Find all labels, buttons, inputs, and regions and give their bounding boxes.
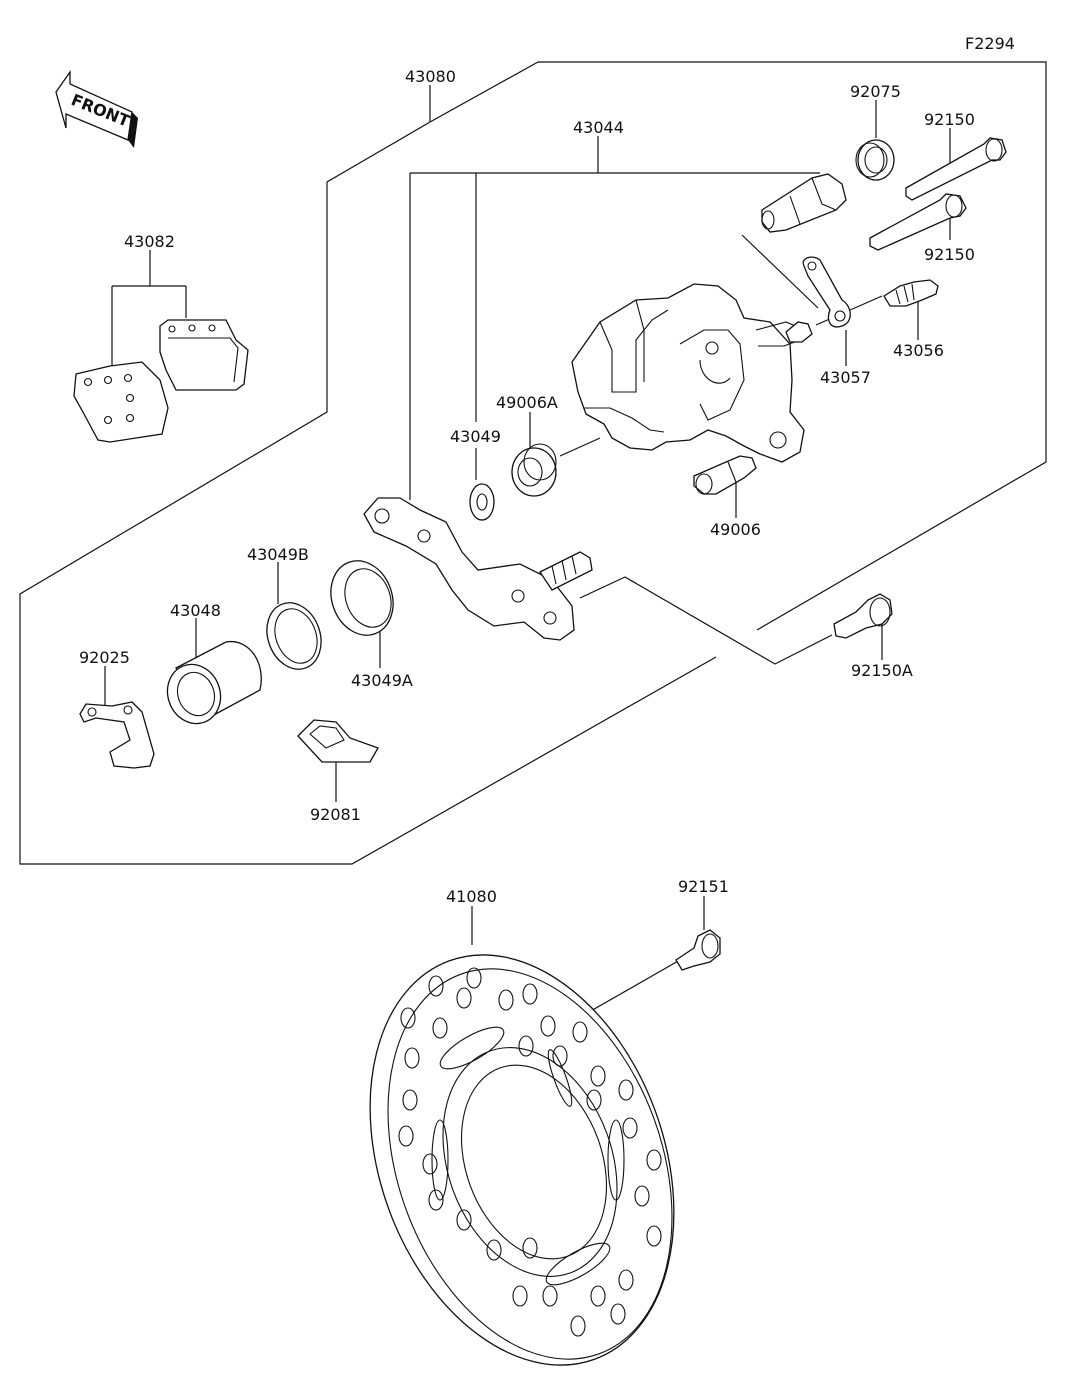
label-92151: 92151: [678, 877, 729, 896]
front-arrow-icon: FRONT: [55, 69, 138, 148]
label-43082: 43082: [124, 232, 175, 251]
seal-ring-43049B: [266, 602, 322, 670]
label-43056: 43056: [893, 341, 944, 360]
label-43049B: 43049B: [247, 545, 309, 564]
slide-pin-assembly: [761, 173, 847, 233]
label-43080: 43080: [405, 67, 456, 86]
figure-code: F2294: [965, 34, 1015, 53]
label-92150-top: 92150: [924, 110, 975, 129]
label-41080: 41080: [446, 887, 497, 906]
washer-43049: [469, 483, 495, 521]
label-43049: 43049: [450, 427, 501, 446]
label-43049A: 43049A: [351, 671, 413, 690]
brake-disc-41080: [369, 954, 675, 1366]
bolt-92151: [675, 929, 721, 971]
leader-lines: [104, 85, 951, 1041]
spring-92025: [79, 701, 155, 769]
link-43057: [785, 256, 851, 343]
bleeder-43056: [883, 279, 939, 307]
shim-92081: [297, 719, 379, 763]
caliper-bracket: [363, 497, 593, 641]
label-92150-bottom: 92150: [924, 245, 975, 264]
assembly-outline-lower: [19, 121, 717, 865]
bolt-92150A: [833, 593, 893, 639]
label-92150A: 92150A: [851, 661, 913, 680]
boot-92075: [855, 139, 895, 181]
bolt-49006: [693, 455, 757, 495]
label-43057: 43057: [820, 368, 871, 387]
assembly-outline: [538, 61, 1047, 631]
label-92075: 92075: [850, 82, 901, 101]
piston-43048: [166, 641, 262, 725]
disc-holes: [398, 967, 662, 1337]
caliper-body: [571, 283, 805, 463]
part-labels: 43080 43044 92075 92150 92150 43082 4305…: [79, 67, 975, 906]
label-92081: 92081: [310, 805, 361, 824]
label-43048: 43048: [170, 601, 221, 620]
label-49006A: 49006A: [496, 393, 558, 412]
label-43044: 43044: [573, 118, 624, 137]
label-92025: 92025: [79, 648, 130, 667]
seal-49006A: [511, 443, 557, 497]
label-49006: 49006: [710, 520, 761, 539]
brake-pads: [73, 319, 249, 443]
pins-92150: [869, 137, 1007, 251]
seal-ring-43049A: [330, 560, 394, 636]
